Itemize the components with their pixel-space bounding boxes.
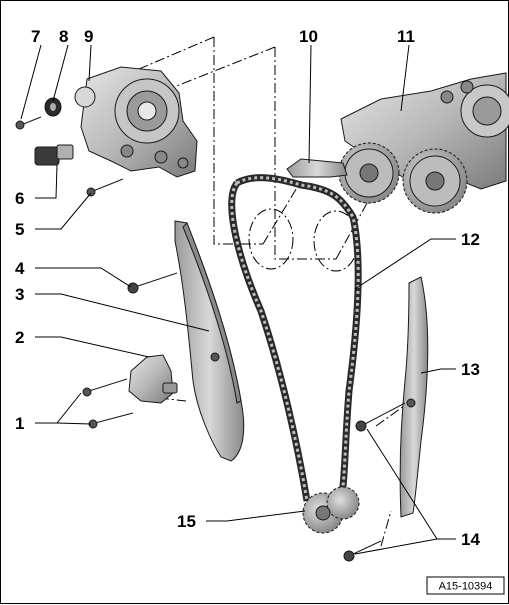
part-2-chain-tensioner [128,354,178,404]
callout-15: 15 [177,512,196,531]
callout-4: 4 [15,259,25,278]
part-9-housing [74,66,198,178]
callout-11: 11 [397,27,415,46]
callout-8: 8 [59,27,68,46]
part-10-upper-guide [286,158,348,178]
part-3-tensioner-rail [174,220,245,462]
callout-2: 2 [15,328,24,347]
part-4-bolt [127,272,178,294]
callout-9: 9 [84,27,93,46]
leader-lines [20,44,456,555]
callout-10: 10 [299,27,318,46]
reference-code: A15-10394 [439,581,493,593]
callout-3: 3 [15,285,24,304]
part-13-guide-rail [399,276,429,518]
part-15-crankshaft-sprocket [302,486,360,534]
part-14-bolts [343,402,406,562]
callout-5: 5 [15,220,24,239]
camshaft-sprocket-right [402,148,468,214]
callout-12: 12 [461,230,480,249]
callout-14: 14 [461,530,480,549]
reference-code-box: A15-10394 [426,576,505,595]
callout-labels: 7 8 9 10 11 6 5 4 3 2 1 12 13 14 15 [15,27,480,549]
part-6-valve [34,144,74,166]
callout-1: 1 [15,414,24,433]
part-7-bolt [15,116,42,130]
callout-13: 13 [461,360,480,379]
callout-7: 7 [31,27,40,46]
part-8-seal [44,97,62,117]
camshaft-sprocket-left [338,142,400,204]
part-12-timing-chain [228,174,362,502]
part-1-bolts [82,378,134,429]
callout-6: 6 [15,189,24,208]
part-5-bolt [86,178,124,197]
